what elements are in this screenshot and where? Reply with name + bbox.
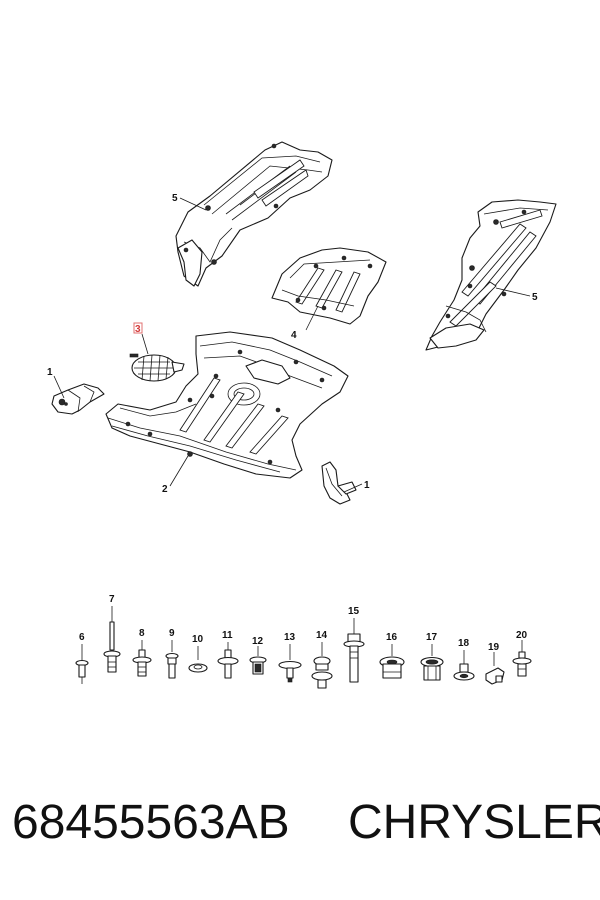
part-1-right-bracket[interactable] — [321, 461, 357, 505]
fastener-12[interactable] — [249, 646, 267, 675]
callout-6: 6 — [79, 632, 85, 643]
fastener-10[interactable] — [188, 646, 208, 673]
callout-10: 10 — [192, 634, 204, 645]
callout-11: 11 — [222, 630, 233, 641]
fastener-18[interactable] — [453, 650, 475, 681]
fastener-14[interactable] — [311, 642, 333, 689]
part-1-left-bracket[interactable] — [51, 383, 105, 415]
fastener-6[interactable] — [75, 644, 89, 684]
fastener-9[interactable] — [165, 640, 179, 679]
part-number: 68455563AB — [12, 796, 290, 849]
callout-5-right: 5 — [532, 292, 538, 303]
parts-diagram: 5 4 5 3 1 2 1 — [47, 141, 557, 689]
part-5-right-shield[interactable] — [425, 199, 557, 351]
footer: 68455563AB CHRYSLER — [0, 795, 600, 865]
part-2-skid-plate[interactable] — [105, 331, 349, 479]
callout-18: 18 — [458, 638, 470, 649]
fastener-13[interactable] — [278, 644, 302, 683]
callout-19: 19 — [488, 642, 500, 653]
callout-13: 13 — [284, 632, 296, 643]
part-5-left-shield[interactable] — [175, 141, 333, 287]
callout-17: 17 — [426, 632, 438, 643]
callout-16: 16 — [386, 632, 398, 643]
fastener-19[interactable] — [485, 652, 505, 685]
fastener-17[interactable] — [420, 644, 444, 681]
callout-5-left: 5 — [172, 193, 178, 204]
callout-3-highlight-box — [133, 322, 143, 334]
fastener-8[interactable] — [132, 640, 152, 677]
fastener-20[interactable] — [512, 640, 532, 677]
callout-20: 20 — [516, 630, 528, 641]
callout-1-right: 1 — [364, 480, 370, 491]
callout-4: 4 — [291, 330, 297, 341]
callout-14: 14 — [316, 630, 328, 641]
callout-8: 8 — [139, 628, 145, 639]
fastener-15[interactable] — [343, 618, 365, 683]
part-3-mesh-insert[interactable] — [129, 353, 185, 382]
callout-3[interactable]: 3 — [135, 324, 141, 335]
callout-12: 12 — [252, 636, 264, 647]
callout-1-left: 1 — [47, 367, 53, 378]
callout-9: 9 — [169, 628, 175, 639]
fastener-7[interactable] — [103, 606, 121, 673]
callout-7: 7 — [109, 594, 115, 605]
callout-2: 2 — [162, 484, 168, 495]
brand-name: CHRYSLER — [348, 796, 600, 849]
callout-15: 15 — [348, 606, 360, 617]
fastener-11[interactable] — [217, 642, 239, 679]
fastener-16[interactable] — [379, 644, 405, 679]
part-4-center-panel[interactable] — [271, 247, 387, 325]
